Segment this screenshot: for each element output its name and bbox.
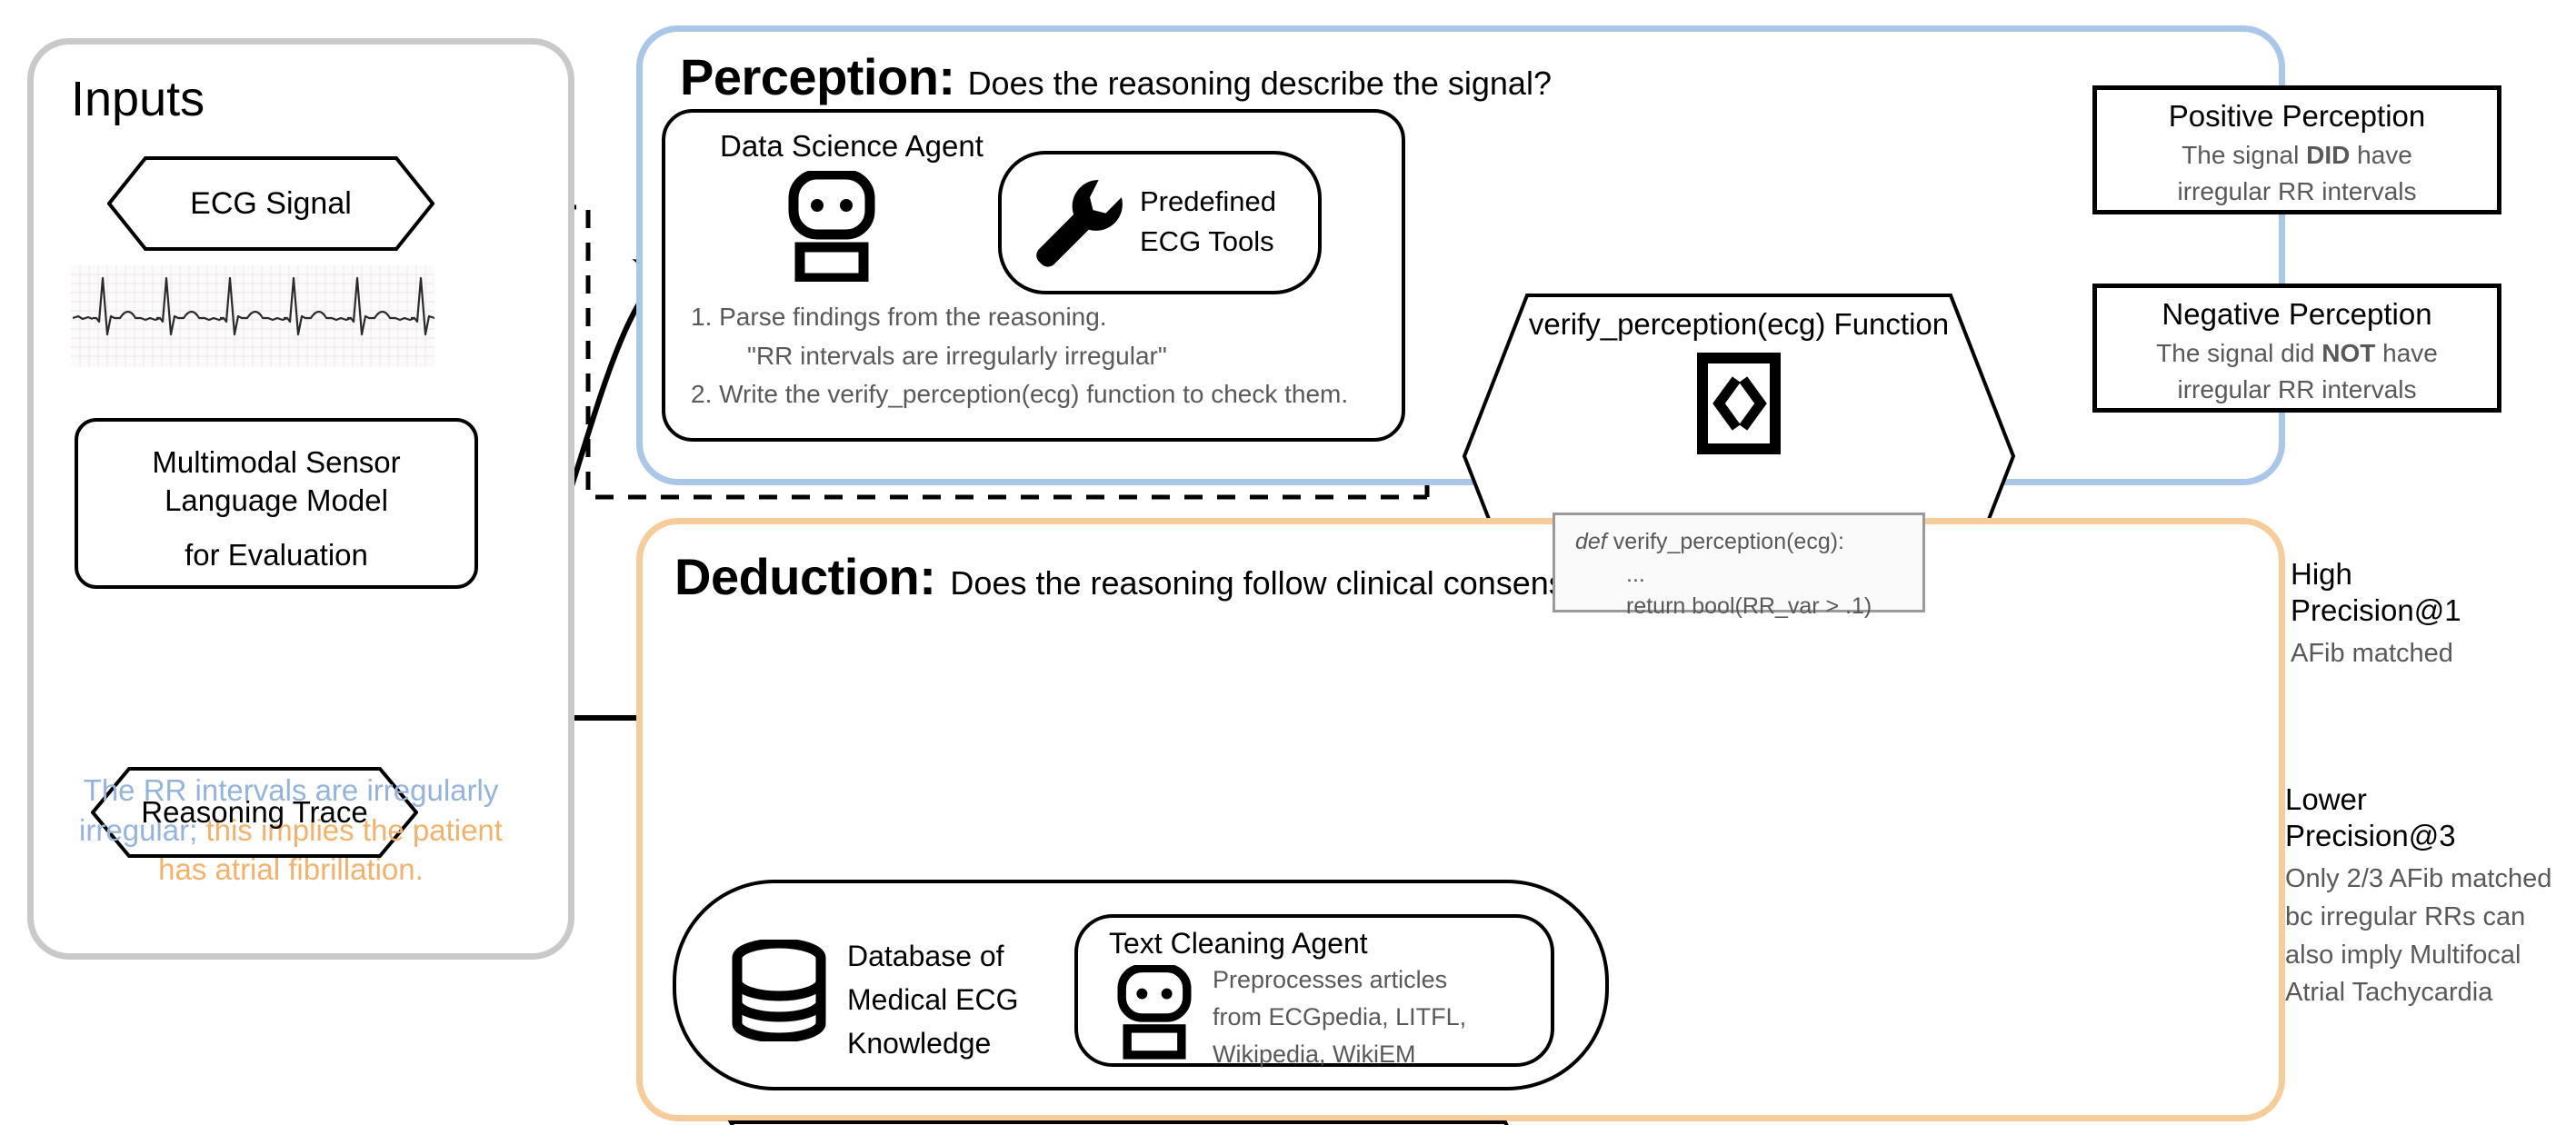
positive-perception-emphasis: DID	[2306, 141, 2351, 169]
perception-subtitle: Does the reasoning describe the signal?	[967, 65, 1552, 102]
model-line-2: Language Model	[165, 483, 388, 518]
negative-perception-line-1: The signal did NOT have	[2156, 339, 2438, 367]
model-line-1: Multimodal Sensor	[152, 445, 401, 479]
agent-steps: 1. Parse findings from the reasoning. "R…	[691, 298, 1378, 414]
deduction-header: Deduction: Does the reasoning follow cli…	[674, 547, 1618, 606]
agent-desc-line-1: Preprocesses articles	[1213, 966, 1448, 993]
positive-perception-line-2: irregular RR intervals	[2177, 177, 2417, 206]
reasoning-text-perception: The RR intervals are irregularly irregul…	[79, 773, 499, 847]
positive-perception-box: Positive Perception The signal DID have …	[2092, 85, 2501, 214]
wrench-icon	[1036, 179, 1123, 267]
inputs-title: Inputs	[71, 72, 205, 126]
precision-at-3-title-line-1: Lower	[2285, 782, 2367, 816]
hexagon-shape	[91, 767, 418, 858]
negative-perception-title: Negative Perception	[2162, 297, 2432, 331]
text-cleaning-agent-title: Text Cleaning Agent	[1109, 927, 1368, 960]
rag-retrieval-node: RAG-based Retrieval Find top-k criteria,…	[727, 1120, 1563, 1125]
precision-at-1-title-line-1: High	[2291, 557, 2352, 591]
predefined-ecg-tools-label: Predefined ECG Tools	[1140, 182, 1276, 262]
ecg-waveform-svg	[71, 265, 434, 367]
data-science-agent-box: Data Science Agent Predefined ECG Tools …	[662, 109, 1405, 442]
negative-perception-box: Negative Perception The signal did NOT h…	[2092, 284, 2501, 413]
deduction-subtitle: Does the reasoning follow clinical conse…	[950, 564, 1618, 602]
precision-at-3-result: Lower Precision@3 Only 2/3 AFib matched …	[2285, 782, 2563, 1012]
agent-desc-line-2: from ECGpedia, LITFL,	[1213, 1003, 1467, 1031]
precision-at-3-title-line-2: Precision@3	[2285, 818, 2456, 852]
ecg-signal-node: ECG Signal	[107, 156, 434, 251]
precision-at-1-result: High Precision@1 AFib matched	[2291, 556, 2554, 669]
text-cleaning-agent-desc: Preprocesses articles from ECGpedia, LIT…	[1213, 961, 1466, 1073]
text-cleaning-agent-box: Text Cleaning Agent Preprocesses article…	[1074, 914, 1554, 1068]
negative-perception-line-2: irregular RR intervals	[2177, 375, 2417, 404]
ecg-signal-label: ECG Signal	[190, 185, 352, 221]
precision-at-1-body: AFib matched	[2291, 639, 2453, 669]
model-line-3: for Evaluation	[185, 538, 368, 572]
database-icon	[732, 940, 826, 1041]
precision-at-1-title-line-2: Precision@1	[2291, 592, 2461, 627]
database-line-2: Medical ECG	[847, 983, 1019, 1016]
tools-line-1: Predefined	[1140, 185, 1276, 217]
code-line-1: def verify_perception(ecg):	[1575, 529, 1844, 554]
reasoning-trace-label: Reasoning Trace	[141, 795, 368, 829]
hexagon-shape	[107, 156, 434, 251]
perception-header: Perception: Does the reasoning describe …	[680, 47, 1552, 106]
reasoning-trace-node: Reasoning Trace	[91, 767, 418, 858]
reasoning-trace-text: The RR intervals are irregularly irregul…	[64, 771, 518, 890]
agent-desc-line-3: Wikipedia, WikiEM	[1213, 1040, 1416, 1069]
code-line-3: return bool(RR_var > .1)	[1626, 593, 1872, 619]
code-snippet-box: def verify_perception(ecg): ... return b…	[1553, 513, 1925, 619]
perception-title: Perception:	[680, 48, 955, 105]
positive-perception-title: Positive Perception	[2168, 99, 2426, 133]
database-line-1: Database of	[847, 940, 1004, 972]
positive-perception-line-1: The signal DID have	[2182, 141, 2412, 169]
database-line-3: Knowledge	[847, 1027, 992, 1060]
verify-perception-node: verify_perception(ecg) Function def veri…	[1462, 293, 2016, 620]
deduction-title: Deduction:	[674, 548, 936, 605]
ecg-waveform	[71, 265, 434, 367]
verify-perception-title: verify_perception(ecg) Function	[1528, 307, 1950, 341]
code-brackets-icon	[1697, 353, 1781, 454]
code-keyword: def	[1575, 529, 1607, 554]
robot-icon	[1117, 965, 1192, 1060]
data-science-agent-title: Data Science Agent	[720, 129, 983, 163]
code-line-2: ...	[1626, 561, 1645, 587]
multimodal-model-box: Multimodal Sensor Language Model for Eva…	[75, 418, 478, 589]
database-label: Database of Medical ECG Knowledge	[847, 934, 1019, 1065]
knowledge-base-box: Database of Medical ECG Knowledge Text C…	[673, 880, 1609, 1090]
agent-step-2: 2. Write the verify_perception(ecg) func…	[691, 380, 1349, 409]
predefined-ecg-tools-box: Predefined ECG Tools	[998, 151, 1322, 294]
agent-step-1: 1. Parse findings from the reasoning.	[691, 303, 1107, 331]
agent-step-1-quote: "RR intervals are irregularly irregular"	[747, 341, 1167, 370]
robot-icon	[788, 171, 875, 282]
precision-at-3-body: Only 2/3 AFib matched bc irregular RRs c…	[2285, 864, 2552, 1008]
negative-perception-emphasis: NOT	[2321, 339, 2376, 367]
reasoning-text-deduction: this implies the patient has atrial fibr…	[158, 812, 503, 887]
tools-line-2: ECG Tools	[1140, 225, 1274, 258]
chevron-shape	[727, 1120, 1509, 1125]
